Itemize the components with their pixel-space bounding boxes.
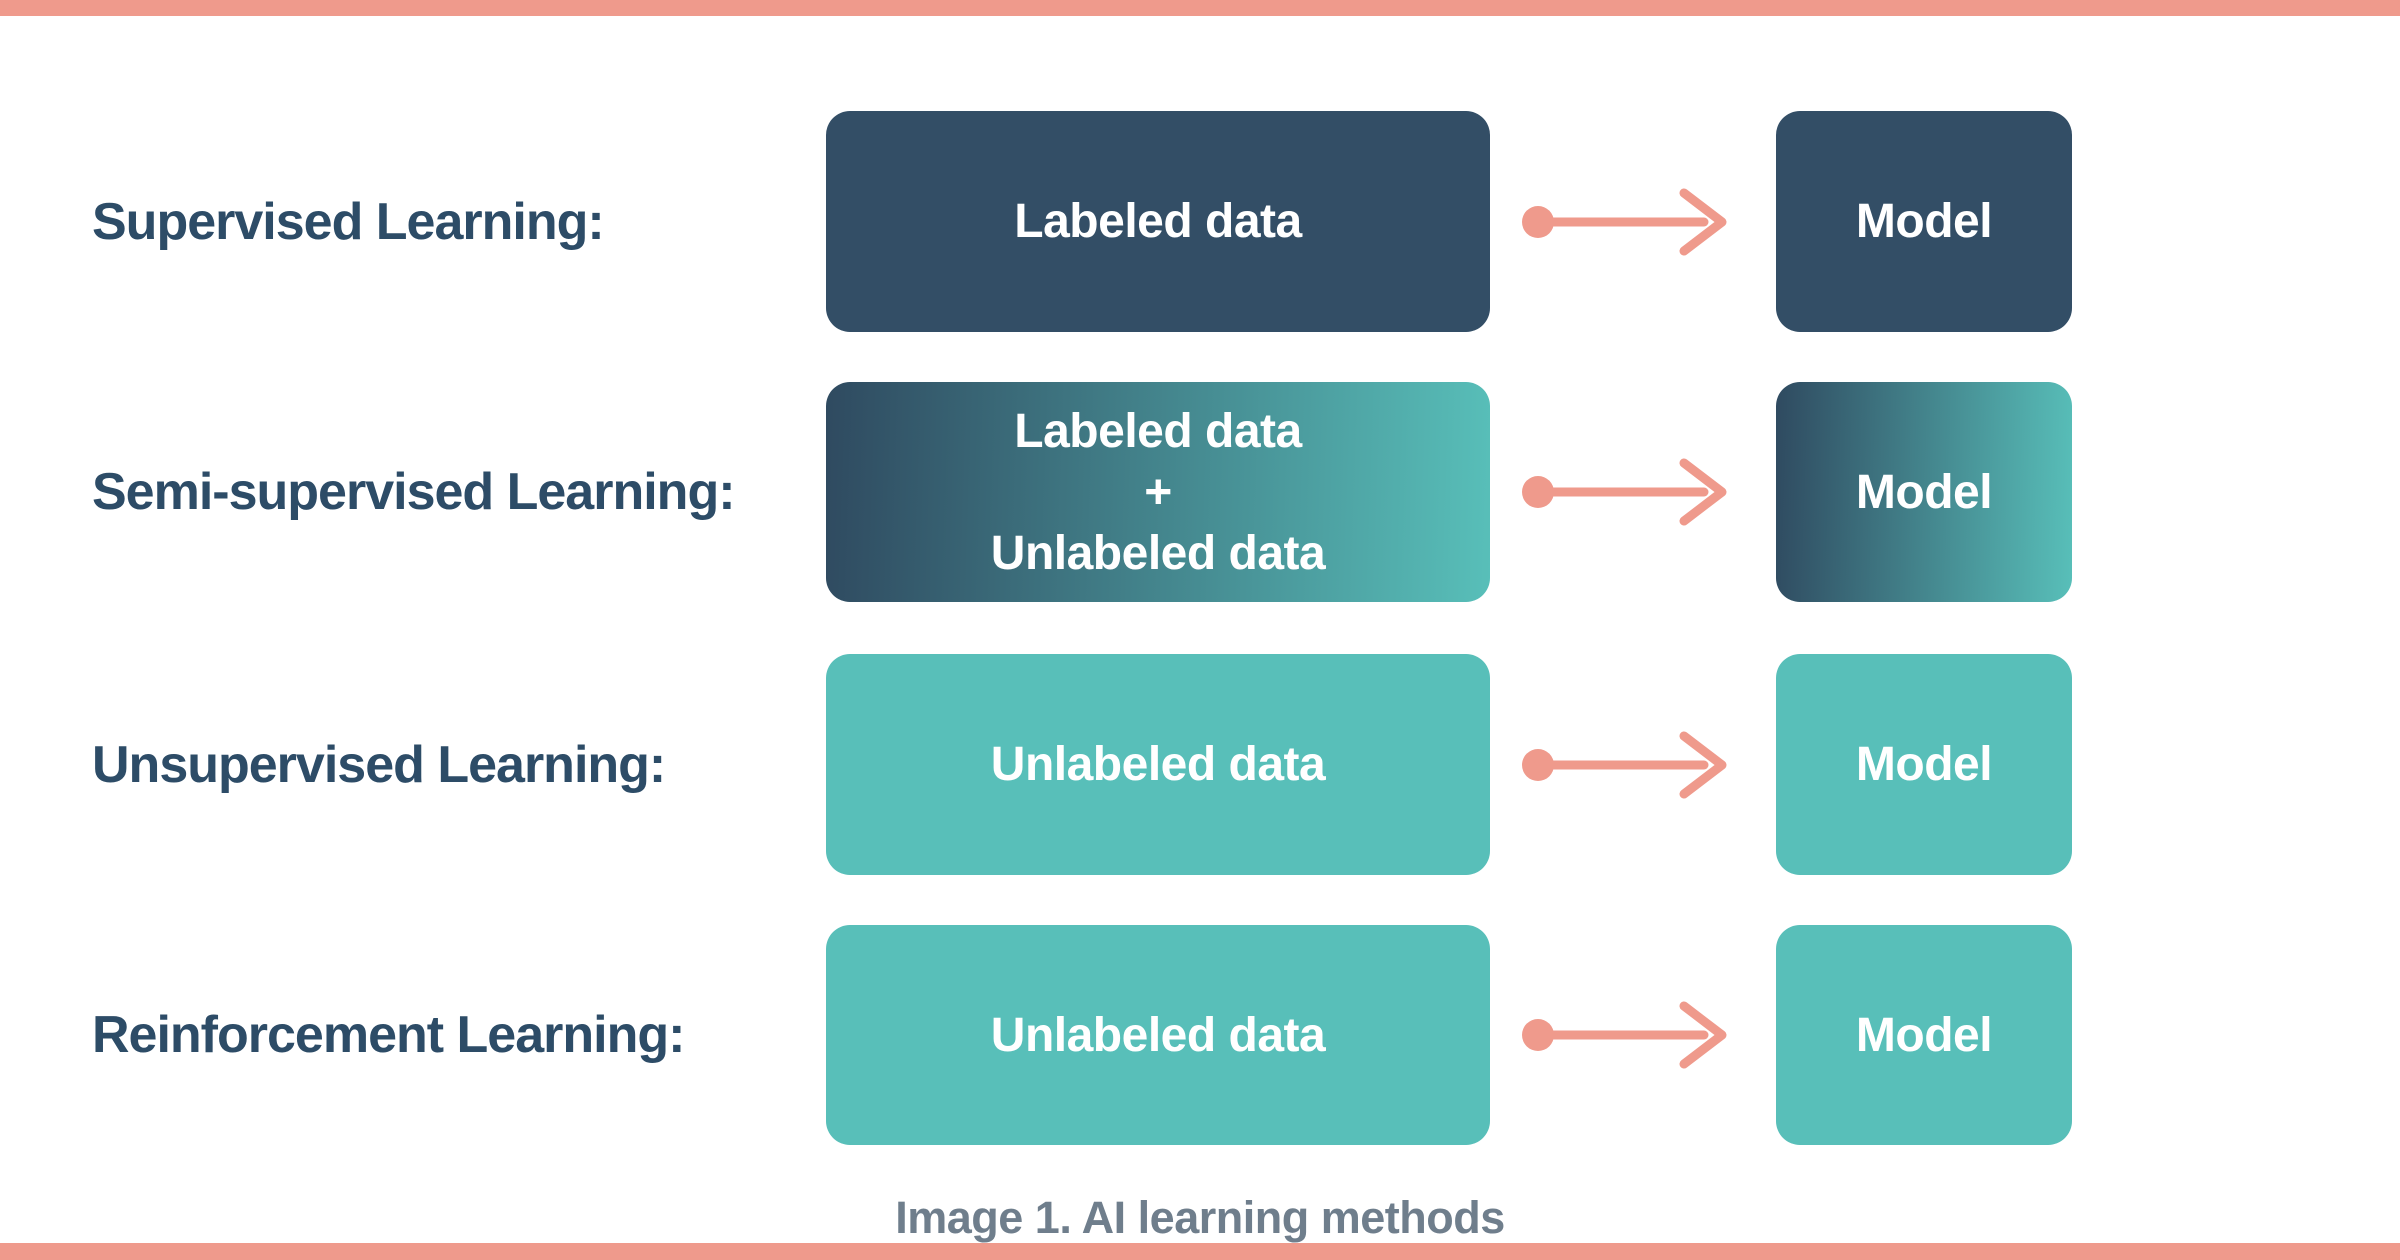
row-label: Reinforcement Learning: bbox=[92, 1006, 685, 1064]
model-box-label: Model bbox=[1855, 465, 1993, 519]
data-box-label: Labeled data bbox=[1014, 404, 1302, 458]
data-box-label: Unlabeled data bbox=[990, 1008, 1326, 1062]
row-reinforcement-learning: Reinforcement Learning: Unlabeled data M… bbox=[0, 925, 2400, 1145]
data-box-label: Unlabeled data bbox=[990, 738, 1326, 791]
data-box: Labeled data + Unlabeled data bbox=[826, 382, 1490, 602]
model-box: Model bbox=[1776, 111, 2072, 332]
flow-arrow-icon bbox=[1522, 731, 1727, 798]
image-caption: Image 1. AI learning methods bbox=[895, 1192, 1505, 1243]
bottom-accent-bar bbox=[0, 1243, 2400, 1260]
data-box: Labeled data bbox=[826, 111, 1490, 332]
row-label: Semi-supervised Learning: bbox=[92, 463, 736, 521]
model-box-label: Model bbox=[1855, 1008, 1993, 1062]
model-box: Model bbox=[1776, 654, 2072, 875]
data-box-label: + bbox=[1144, 465, 1172, 519]
row-semi-supervised-learning: Semi-supervised Learning: Labeled data +… bbox=[0, 382, 2400, 602]
row-supervised-learning: Supervised Learning: Labeled data Model bbox=[0, 111, 2400, 332]
model-box: Model bbox=[1776, 382, 2072, 602]
data-box-label: Unlabeled data bbox=[990, 526, 1326, 580]
model-box: Model bbox=[1776, 925, 2072, 1145]
flow-arrow-icon bbox=[1522, 188, 1727, 255]
data-box: Unlabeled data bbox=[826, 925, 1490, 1145]
data-box: Unlabeled data bbox=[826, 654, 1490, 875]
model-box-label: Model bbox=[1855, 195, 1993, 248]
top-accent-bar bbox=[0, 0, 2400, 16]
model-box-label: Model bbox=[1855, 738, 1993, 791]
flow-arrow-icon bbox=[1522, 458, 1727, 526]
row-label: Unsupervised Learning: bbox=[92, 735, 666, 794]
row-unsupervised-learning: Unsupervised Learning: Unlabeled data Mo… bbox=[0, 654, 2400, 875]
row-label: Supervised Learning: bbox=[92, 192, 605, 251]
flow-arrow-icon bbox=[1522, 1001, 1727, 1069]
data-box-label: Labeled data bbox=[1014, 195, 1302, 248]
